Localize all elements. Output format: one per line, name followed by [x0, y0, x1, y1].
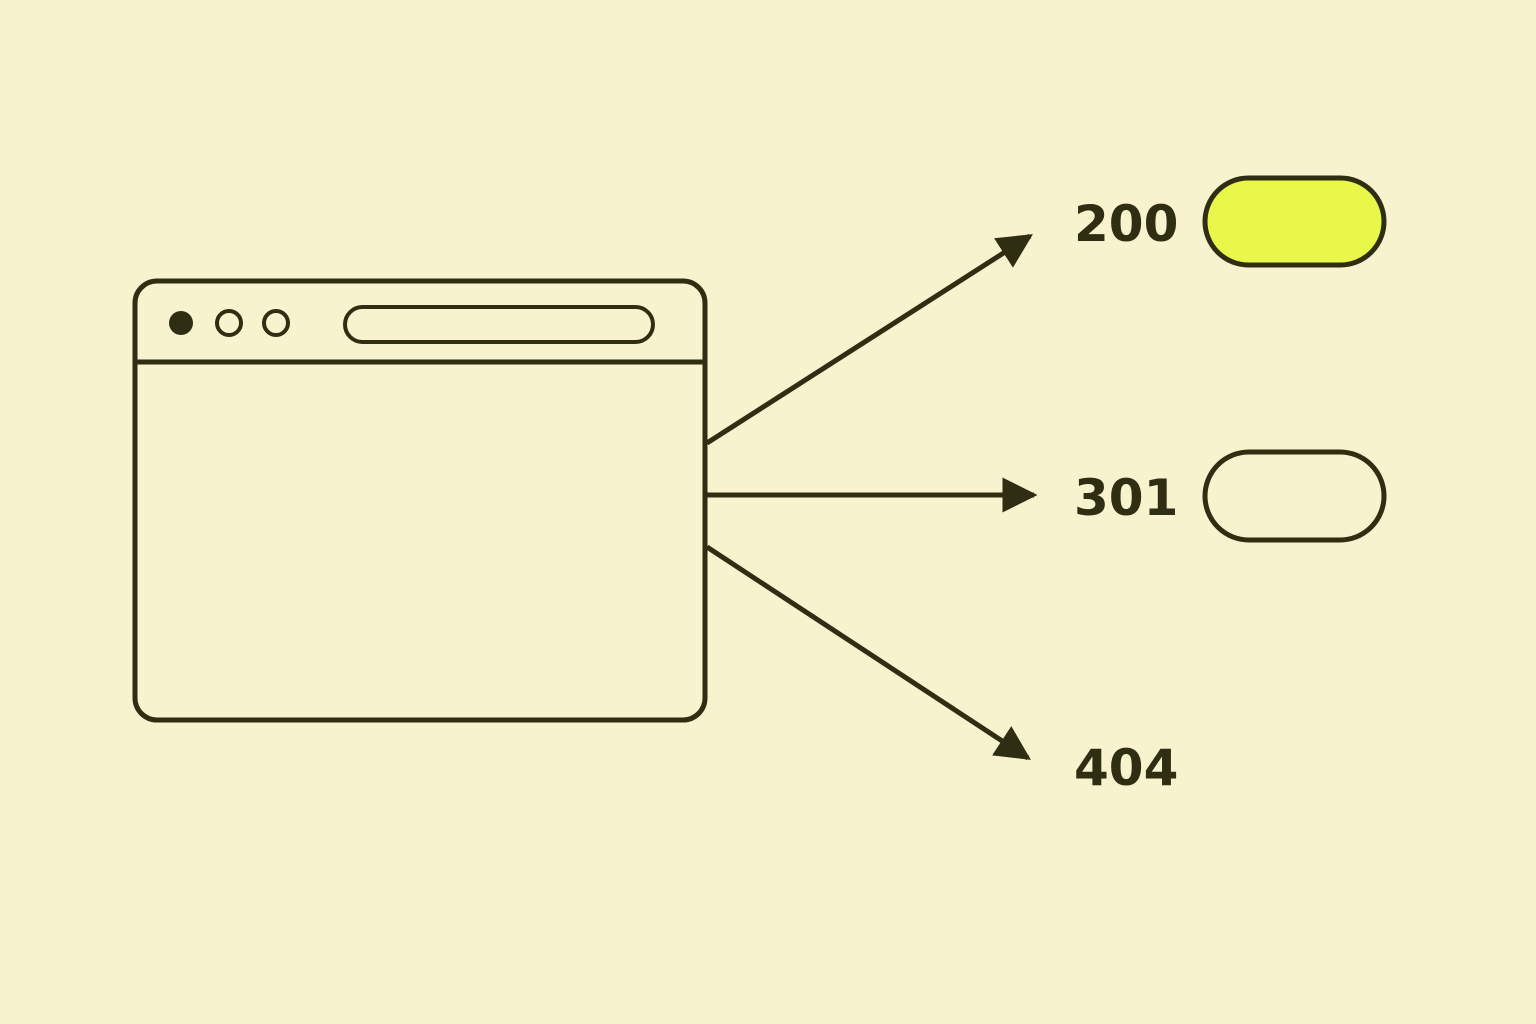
toggle-off-icon [1202, 449, 1387, 543]
status-code-301: 301 [1074, 469, 1178, 527]
window-dot-outline-icon [262, 309, 290, 337]
toggle-on-icon [1202, 175, 1387, 268]
address-bar [343, 305, 655, 344]
browser-frame [132, 278, 708, 723]
arrow-to-404 [705, 544, 1031, 761]
arrow-to-200 [705, 233, 1033, 446]
window-dot-filled-icon [169, 311, 193, 335]
status-code-404: 404 [1074, 739, 1178, 797]
window-dot-outline-icon [215, 309, 243, 337]
status-code-200: 200 [1074, 195, 1178, 253]
browser-window-icon [132, 278, 708, 723]
